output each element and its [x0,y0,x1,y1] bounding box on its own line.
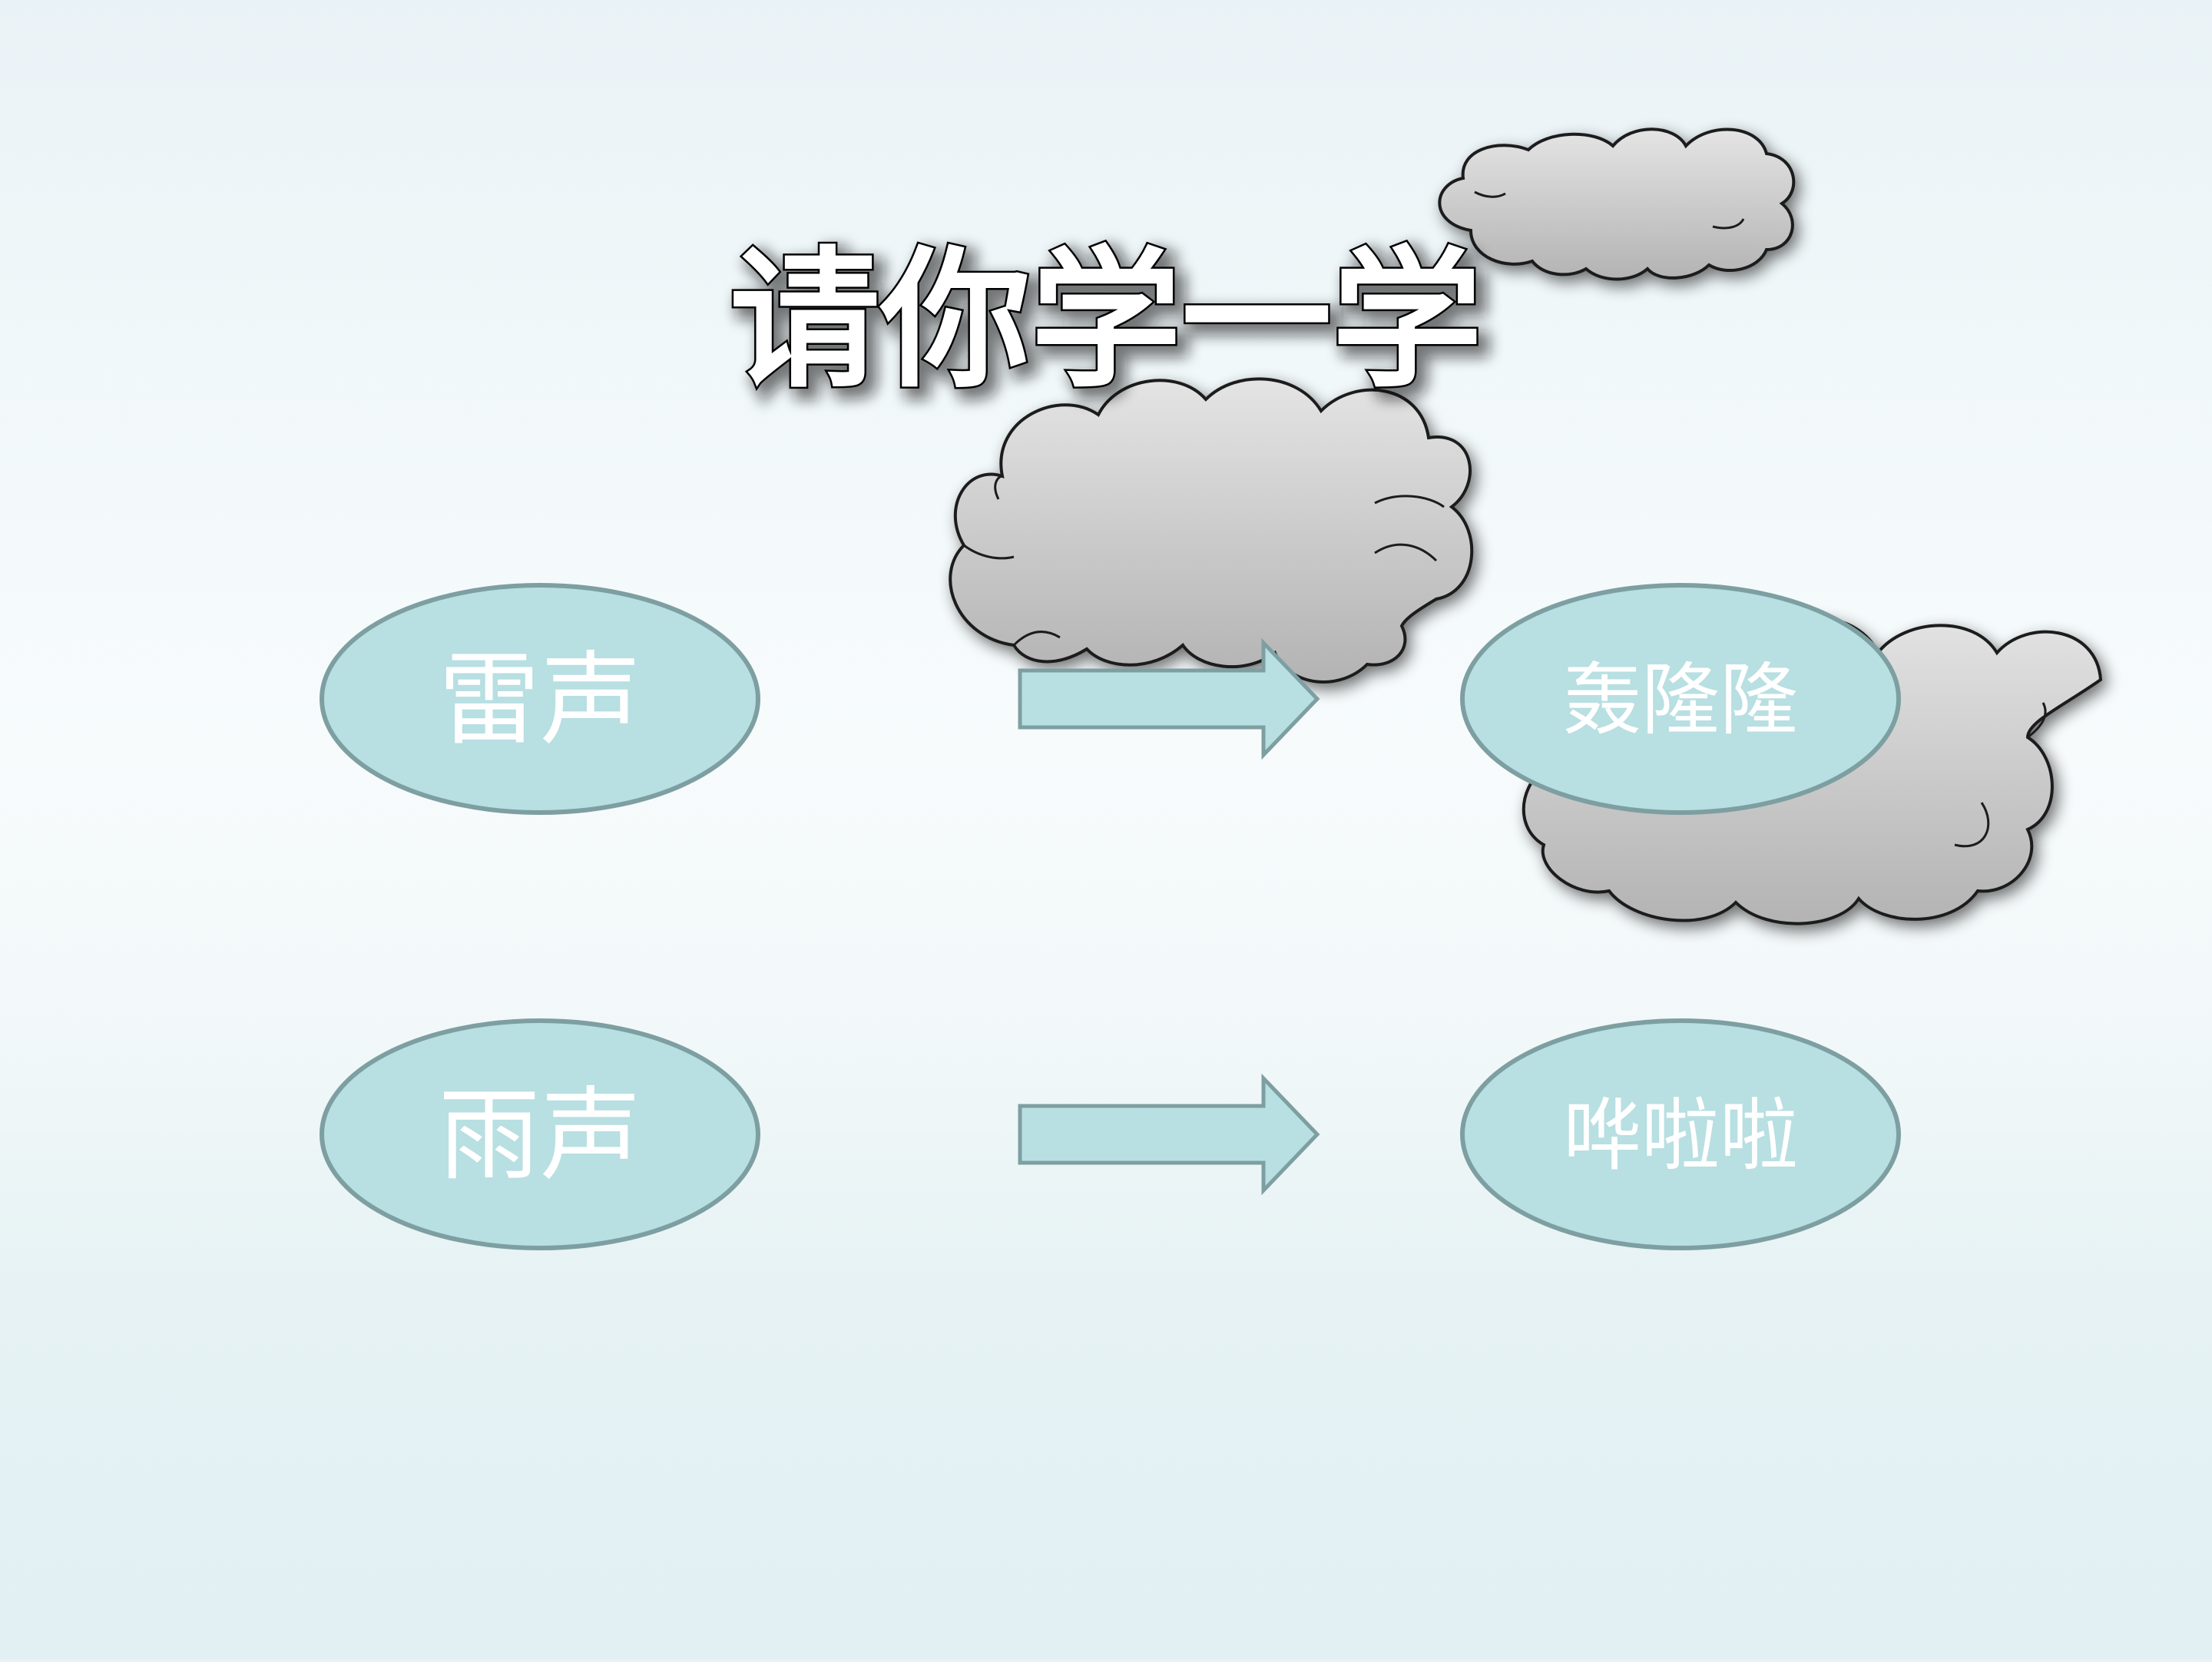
title-group: 请你学一学 请你学一学 [727,230,1495,422]
target-node-thunder: 轰隆隆 [1460,583,1901,815]
target-label-thunder: 轰隆隆 [1563,655,1798,747]
row-thunder: 雷声 轰隆隆 [320,583,1901,815]
arrow-right-icon [1018,1073,1320,1196]
cloud-icon-center [949,377,1474,684]
target-label-rain: 哗啦啦 [1563,1091,1798,1182]
source-label-thunder: 雷声 [439,641,641,760]
source-node-rain: 雨声 [320,1018,760,1250]
source-node-thunder: 雷声 [320,583,760,815]
cloud-icon-top [1438,127,1796,281]
target-node-rain: 哗啦啦 [1460,1018,1901,1250]
row-rain: 雨声 哗啦啦 [320,1018,1901,1250]
title-shadow: 请你学一学 [737,240,1490,416]
slide-title: 请你学一学 [730,232,1482,409]
arrow-right-icon [1018,637,1320,760]
source-label-rain: 雨声 [439,1077,641,1195]
